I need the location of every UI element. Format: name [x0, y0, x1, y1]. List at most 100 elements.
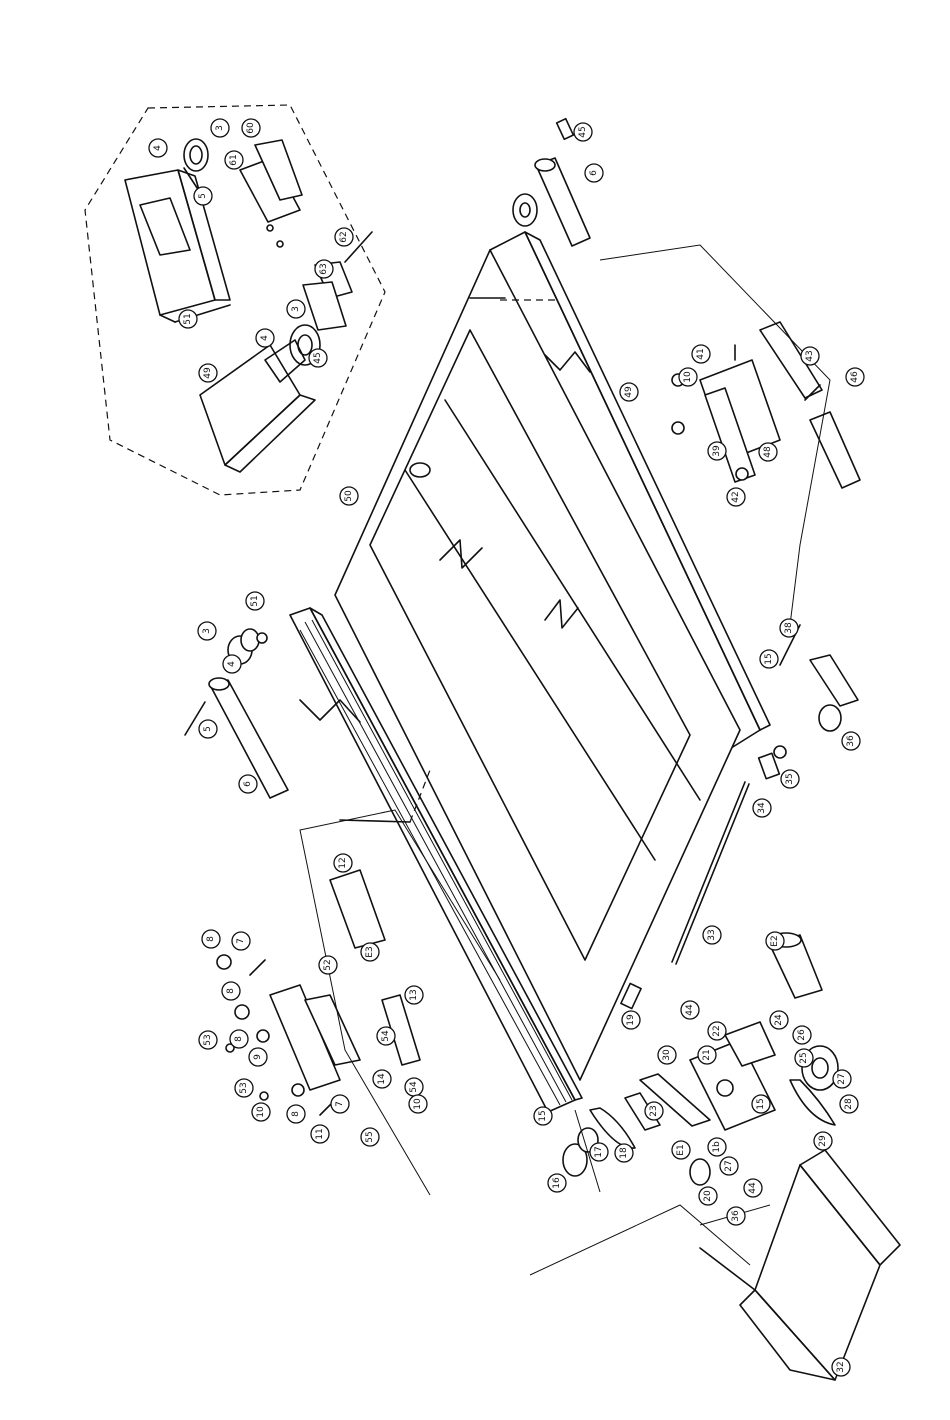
callout-3: 3 [198, 622, 216, 640]
callout-25: 25 [795, 1049, 813, 1067]
callout-8: 8 [287, 1105, 305, 1123]
callout-number: 45 [578, 126, 588, 137]
end-right [759, 625, 858, 779]
callout-number: 35 [785, 773, 795, 784]
callout-10: 10 [252, 1103, 270, 1121]
callout-45: 45 [574, 123, 592, 141]
callout-54: 54 [405, 1078, 423, 1096]
callout-number: 44 [685, 1004, 695, 1016]
callout-number: 54 [409, 1081, 419, 1093]
callout-number: 27 [724, 1160, 734, 1171]
callout-45: 45 [309, 349, 327, 367]
callout-15: 15 [760, 650, 778, 668]
callout-16: 16 [548, 1174, 566, 1192]
callout-11: 11 [311, 1125, 329, 1143]
callout-number: 12 [338, 857, 348, 868]
callout-number: 52 [323, 959, 333, 970]
callout-52: 52 [319, 956, 337, 974]
callout-4: 4 [256, 329, 274, 347]
callout-number: 22 [712, 1025, 722, 1036]
callout-number: 24 [774, 1014, 784, 1026]
callout-number: 20 [703, 1190, 713, 1202]
callout-15: 15 [752, 1095, 770, 1113]
callout-number: 6 [243, 781, 253, 787]
callout-5: 5 [199, 720, 217, 738]
callout-number: 15 [538, 1110, 548, 1121]
callout-55: 55 [361, 1128, 379, 1146]
callout-46: 46 [846, 368, 864, 386]
callout-23: 23 [645, 1102, 663, 1120]
callout-53: 53 [235, 1079, 253, 1097]
callout-24: 24 [770, 1011, 788, 1029]
callout-number: 49 [624, 386, 634, 398]
callout-number: 30 [662, 1049, 672, 1061]
callout-number: 41 [696, 348, 706, 359]
callout-32: 32 [832, 1358, 850, 1376]
callout-number: 54 [381, 1030, 391, 1042]
callout-number: 14 [377, 1073, 387, 1085]
callout-number: 50 [344, 490, 354, 502]
callout-36: 36 [842, 732, 860, 750]
callout-5: 5 [194, 187, 212, 205]
callout-number: 13 [409, 989, 419, 1000]
callout-50: 50 [340, 487, 358, 505]
callout-6: 6 [585, 164, 603, 182]
main-frame [290, 232, 770, 1112]
callout-number: 42 [731, 491, 741, 502]
callout-number: 1b [712, 1141, 722, 1153]
callout-44: 44 [681, 1001, 699, 1019]
callout-number: E3 [365, 946, 375, 957]
callout-number: 28 [844, 1098, 854, 1110]
callout-49: 49 [199, 364, 217, 382]
callout-62: 62 [335, 228, 353, 246]
callout-number: 63 [319, 263, 329, 274]
callout-number: 49 [203, 367, 213, 379]
callout-number: 9 [253, 1054, 263, 1060]
callout-number: 17 [594, 1146, 604, 1157]
callout-39: 39 [708, 442, 726, 460]
callout-20: 20 [699, 1187, 717, 1205]
end-cap-left [185, 629, 288, 798]
callout-number: E2 [770, 935, 780, 946]
callout-number: 8 [206, 936, 216, 942]
callout-number: 32 [836, 1361, 846, 1372]
callout-34: 34 [753, 799, 771, 817]
callout-29: 29 [814, 1132, 832, 1150]
callout-22: 22 [708, 1022, 726, 1040]
callout-8: 8 [230, 1030, 248, 1048]
callout-10: 10 [679, 368, 697, 386]
callout-number: 10 [413, 1098, 423, 1110]
callout-19: 19 [622, 1011, 640, 1029]
callout-30: 30 [658, 1046, 676, 1064]
callout-60: 60 [242, 119, 260, 137]
callout-number: 45 [313, 352, 323, 363]
callout-number: 4 [260, 335, 270, 341]
callout-number: 15 [764, 653, 774, 664]
callout-number: 8 [226, 988, 236, 994]
callout-E1: E1 [672, 1141, 690, 1159]
callout-number: 26 [797, 1029, 807, 1041]
callout-number: 10 [683, 371, 693, 383]
callout-number: 8 [291, 1111, 301, 1117]
callout-15: 15 [534, 1107, 552, 1125]
callout-1b: 1b [708, 1138, 726, 1156]
callout-number: 25 [799, 1052, 809, 1063]
callout-number: 48 [763, 446, 773, 458]
callout-53: 53 [199, 1031, 217, 1049]
callout-26: 26 [793, 1026, 811, 1044]
callout-E3: E3 [361, 943, 379, 961]
callout-28: 28 [840, 1095, 858, 1113]
callout-18: 18 [615, 1144, 633, 1162]
callout-8: 8 [202, 930, 220, 948]
callout-number: E1 [676, 1144, 686, 1155]
callout-number: 7 [335, 1101, 345, 1107]
callout-number: 16 [552, 1177, 562, 1189]
callout-38: 38 [780, 619, 798, 637]
callout-number: 55 [365, 1131, 375, 1142]
callout-4: 4 [149, 139, 167, 157]
callout-27: 27 [833, 1070, 851, 1088]
callout-63: 63 [315, 260, 333, 278]
callout-number: 38 [784, 622, 794, 634]
callout-number: 4 [227, 661, 237, 667]
